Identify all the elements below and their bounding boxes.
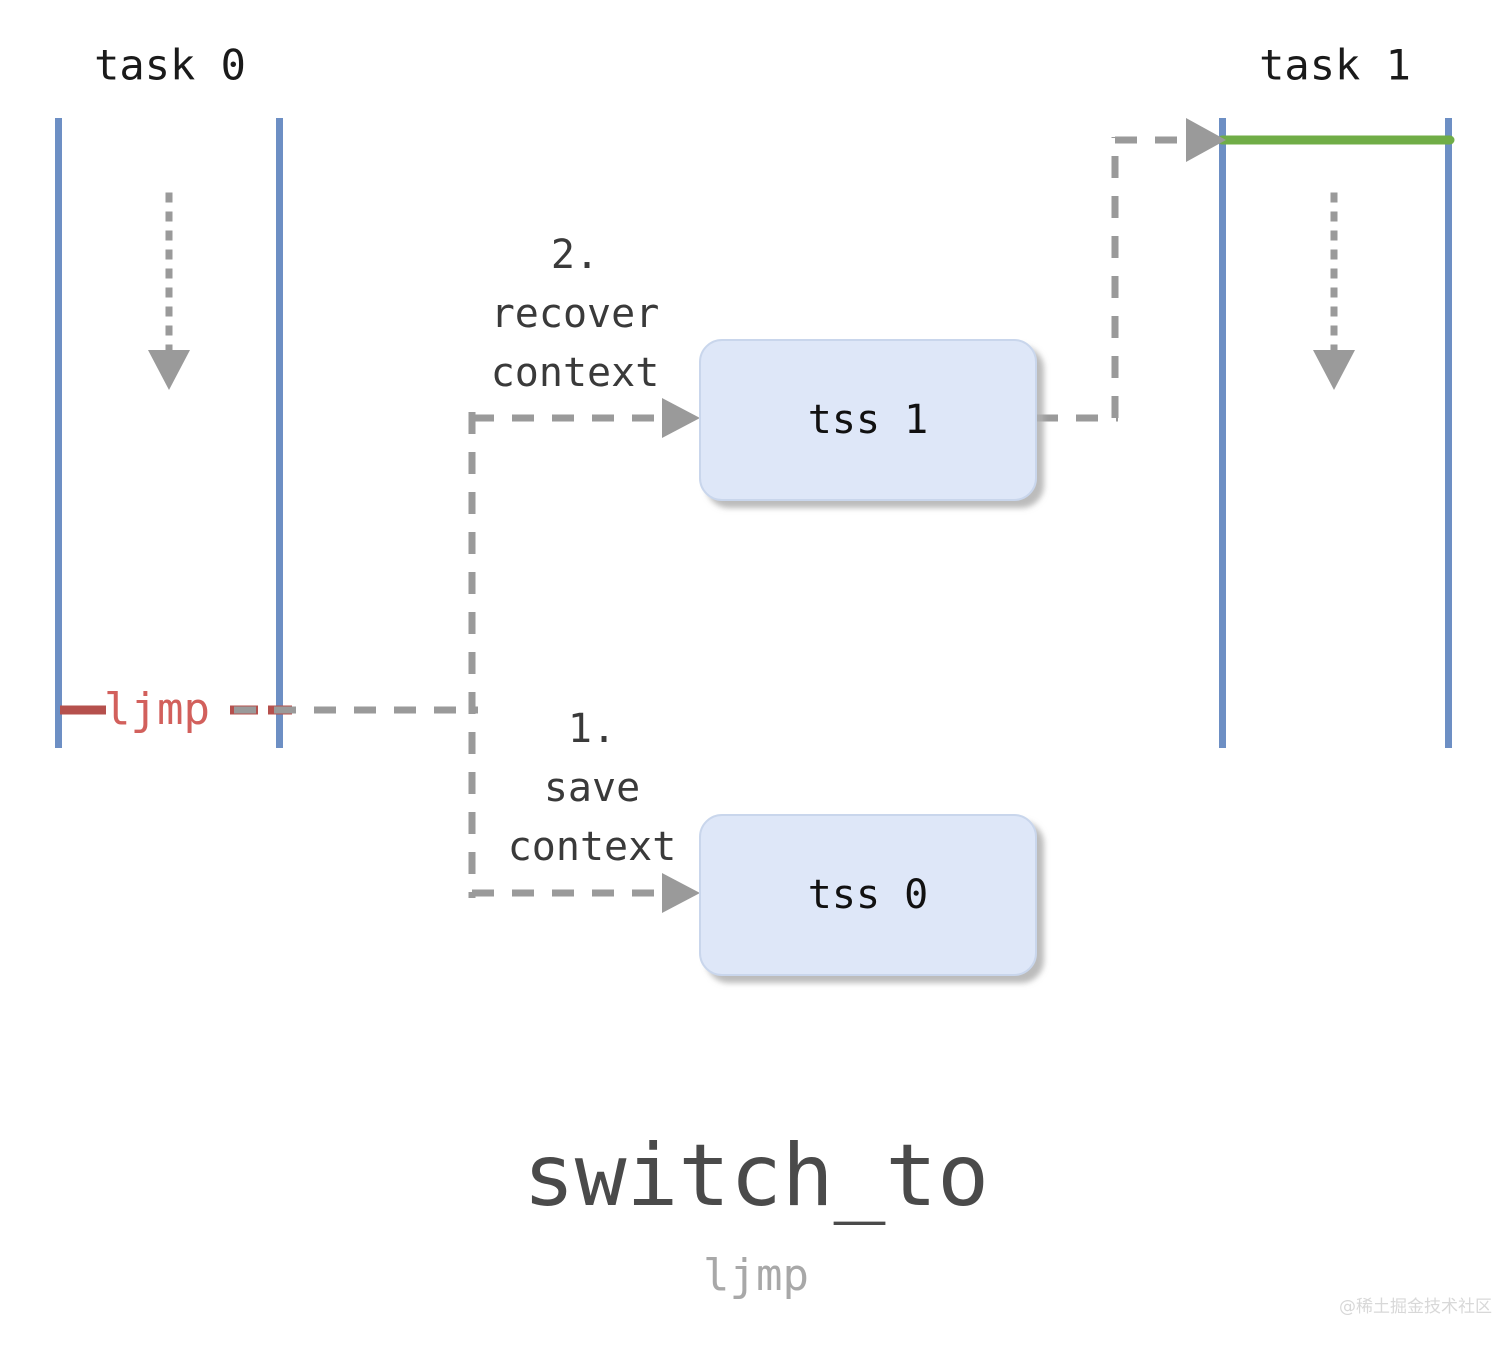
flow-lines (234, 118, 1226, 913)
flow-arrowhead-tss1 (662, 398, 700, 438)
task1-left-lifeline (1219, 118, 1226, 748)
task0-right-lifeline (276, 118, 283, 748)
lane-label-task0: task 0 (94, 41, 246, 90)
ljmp-marker: ljmp (60, 684, 292, 735)
task0-left-lifeline (55, 118, 62, 748)
box-tss0-label: tss 0 (808, 872, 928, 918)
step-label-1: 1. save context (508, 706, 677, 870)
lane-task0: task 0 (55, 41, 283, 748)
task1-right-lifeline (1445, 118, 1452, 748)
step-2-line-3: context (491, 350, 660, 396)
diagram-subtitle: ljmp (703, 1250, 809, 1301)
flow-arrowhead-tss0 (662, 873, 700, 913)
step-1-line-1: 1. (568, 706, 616, 752)
watermark: @稀土掘金技术社区 (1339, 1297, 1492, 1317)
step-2-line-2: recover (491, 291, 660, 337)
box-tss1-rect[interactable] (699, 339, 1037, 501)
task0-progress-arrowhead (148, 350, 190, 390)
diagram-title: switch_to (523, 1126, 989, 1226)
step-label-2: 2. recover context (491, 232, 660, 396)
box-tss0-rect[interactable] (699, 814, 1037, 976)
task1-progress-arrowhead (1313, 350, 1355, 390)
lane-task1: task 1 (1217, 41, 1455, 748)
ljmp-label: ljmp (104, 684, 210, 735)
box-tss1[interactable]: tss 1 (699, 339, 1037, 501)
step-1-line-3: context (508, 824, 677, 870)
flow-arrowhead-task1-entry (1186, 118, 1226, 162)
step-2-line-1: 2. (551, 232, 599, 278)
box-tss1-label: tss 1 (808, 397, 928, 443)
lane-label-task1: task 1 (1259, 41, 1411, 90)
step-1-line-2: save (544, 765, 640, 811)
box-tss0[interactable]: tss 0 (699, 814, 1037, 976)
diagram-title-group: switch_to ljmp (523, 1126, 989, 1301)
